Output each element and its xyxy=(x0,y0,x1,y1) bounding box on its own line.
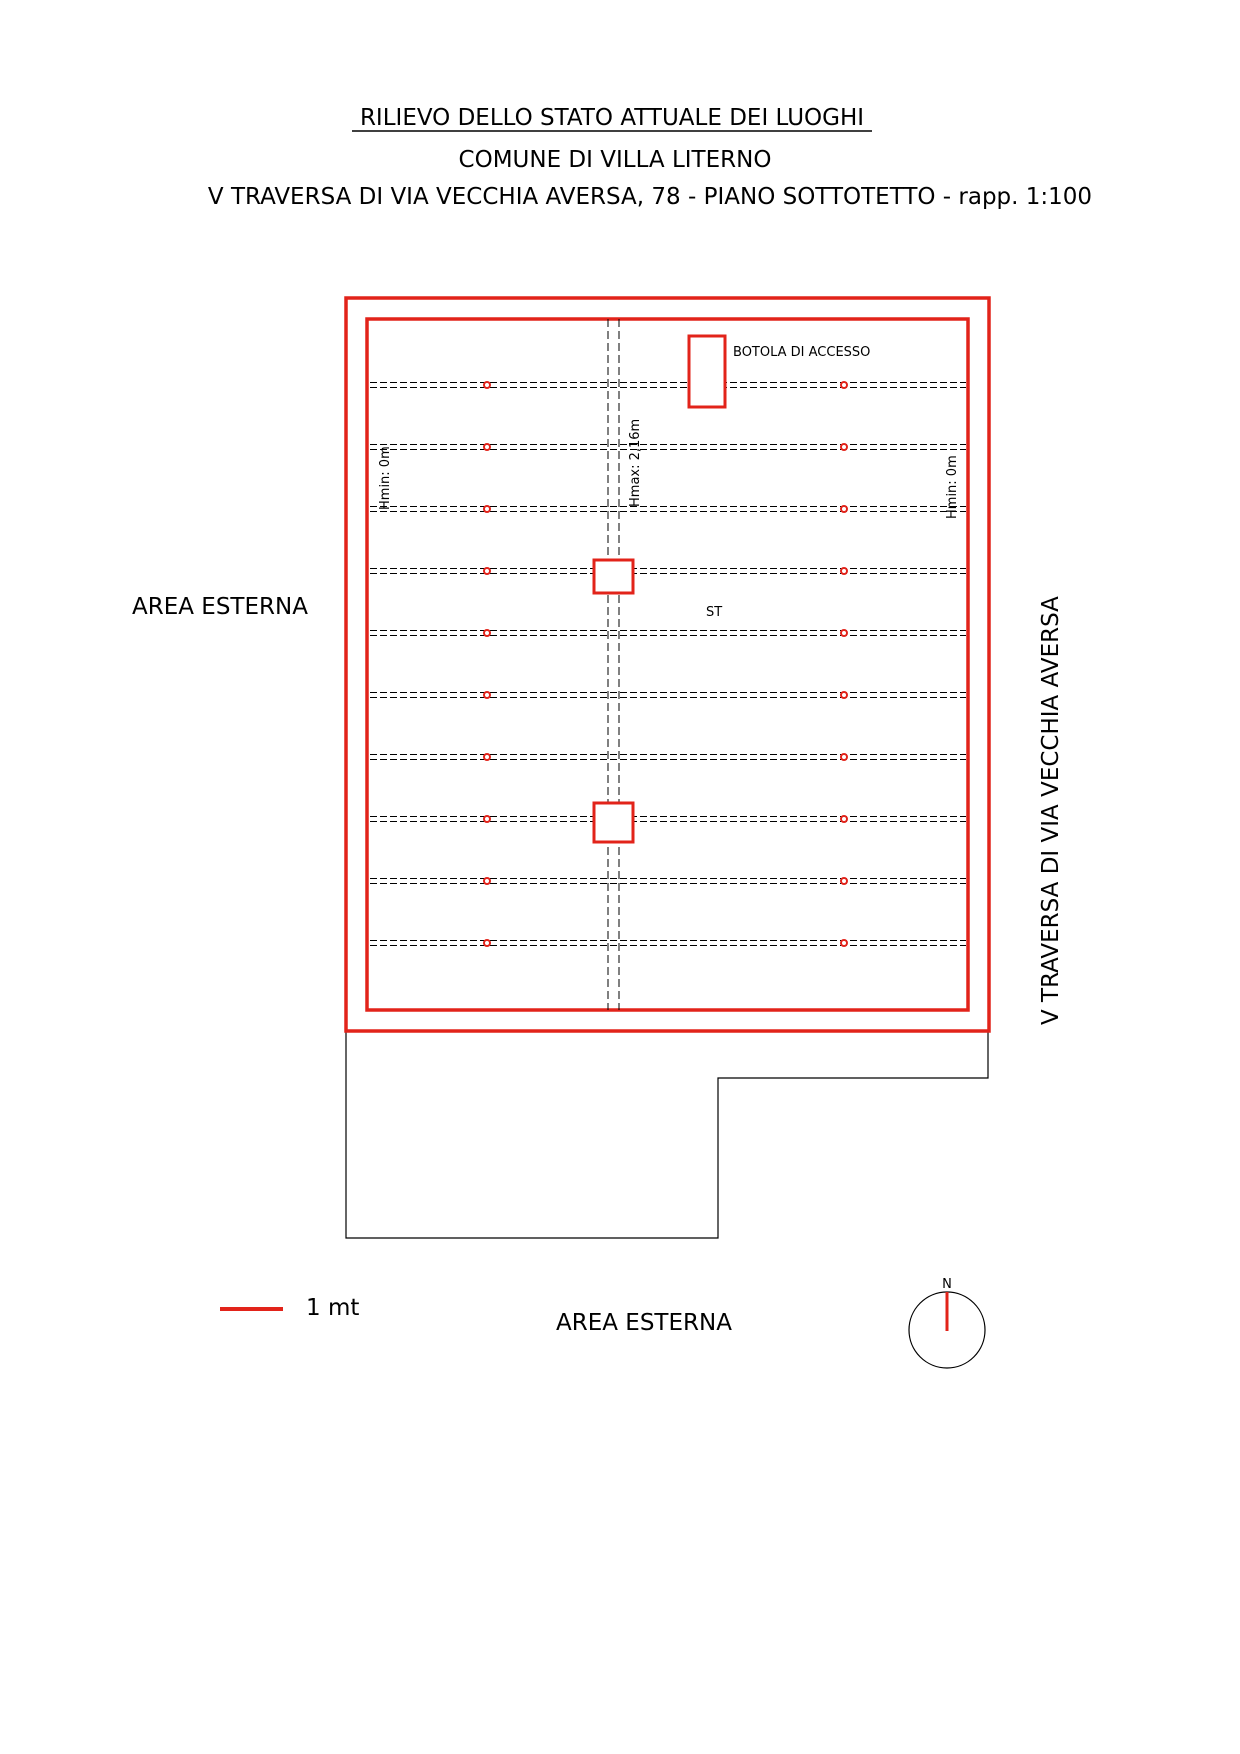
joist-anchor-point xyxy=(483,443,491,451)
ridge-beam xyxy=(607,319,620,1010)
municipality-title: COMUNE DI VILLA LITERNO xyxy=(459,147,772,173)
access-hatch xyxy=(687,334,727,409)
survey-title: RILIEVO DELLO STATO ATTUALE DEI LUOGHI xyxy=(360,105,864,131)
scale-legend: 1 mt xyxy=(220,1295,359,1321)
joist-anchor-point xyxy=(483,567,491,575)
roof-joists xyxy=(370,381,966,947)
joist-anchor-point xyxy=(840,815,848,823)
street-east-label: V TRAVERSA DI VIA VECCHIA AVERSA xyxy=(1038,596,1064,1025)
joist-anchor-point xyxy=(483,381,491,389)
north-arrow: N xyxy=(908,1277,986,1369)
joist-anchor-point xyxy=(483,815,491,823)
attic-outer-wall xyxy=(344,296,991,1033)
joist-anchor-point xyxy=(840,505,848,513)
joist-anchor-point xyxy=(840,381,848,389)
joist-anchor-point xyxy=(840,691,848,699)
joist-anchor-point xyxy=(840,877,848,885)
height-min-left-label: Hmin: 0m xyxy=(378,446,393,510)
north-label: N xyxy=(942,1277,952,1292)
joist-anchor-point xyxy=(483,877,491,885)
external-area-south-label: AREA ESTERNA xyxy=(556,1310,732,1336)
pillar-upper xyxy=(592,558,635,595)
joist-anchor-point xyxy=(483,629,491,637)
external-area-west-label: AREA ESTERNA xyxy=(132,594,308,620)
joist-anchor-point xyxy=(483,505,491,513)
joist-anchor-point xyxy=(840,939,848,947)
header: RILIEVO DELLO STATO ATTUALE DEI LUOGHI C… xyxy=(208,105,1092,210)
pillar-lower xyxy=(592,801,635,844)
address-title: V TRAVERSA DI VIA VECCHIA AVERSA, 78 - P… xyxy=(208,184,1092,210)
room-label-st: ST xyxy=(706,605,722,620)
joist-anchor-point xyxy=(840,567,848,575)
scale-label: 1 mt xyxy=(306,1295,359,1321)
joist-anchor-point xyxy=(483,939,491,947)
joist-anchor-point xyxy=(483,753,491,761)
height-annotations: Hmin: 0m Hmax: 2,16m Hmin: 0m xyxy=(378,419,960,519)
height-max-center-label: Hmax: 2,16m xyxy=(628,419,643,507)
access-hatch-label: BOTOLA DI ACCESSO xyxy=(733,345,870,360)
joist-anchor-point xyxy=(483,691,491,699)
height-min-right-label: Hmin: 0m xyxy=(945,455,960,519)
building-footprint-outline xyxy=(345,1030,989,1239)
joist-anchor-point xyxy=(840,629,848,637)
joist-anchor-point xyxy=(840,753,848,761)
attic-inner-wall xyxy=(365,317,970,1012)
joist-anchor-point xyxy=(840,443,848,451)
